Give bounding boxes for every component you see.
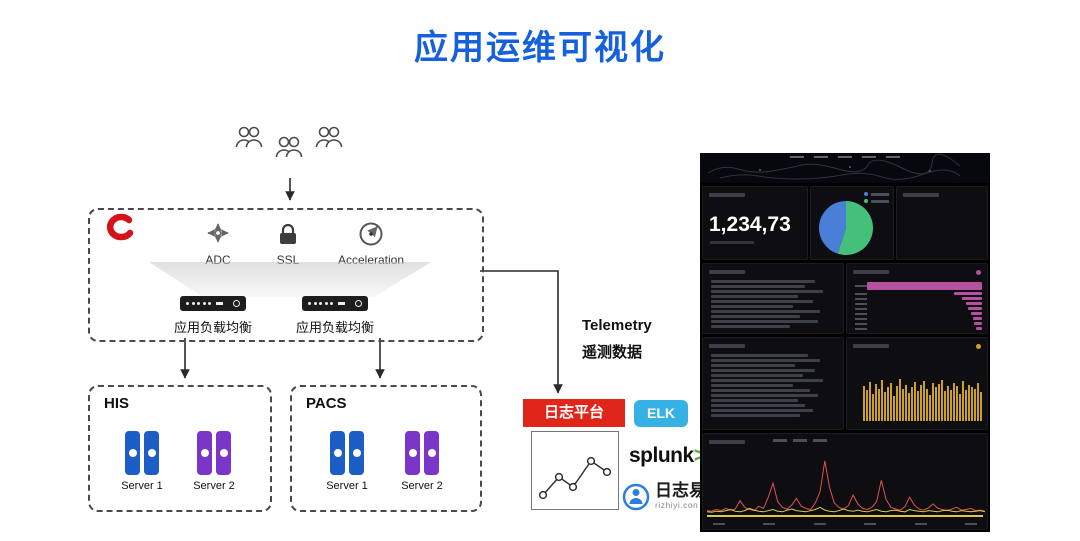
panel-title-placeholder xyxy=(709,344,745,348)
timeline-tick-labels xyxy=(713,523,977,525)
splunk-text: splunk xyxy=(629,444,694,467)
panel-title-placeholder xyxy=(853,270,889,274)
server-icon xyxy=(398,431,446,475)
dashboard-panel-histogram xyxy=(846,337,988,430)
dashboard-panel-log-list-2 xyxy=(702,337,844,430)
panel-title-placeholder xyxy=(709,270,745,274)
dashboard-screenshot: 1,234,73 xyxy=(700,153,990,532)
feature-acceleration: Acceleration xyxy=(326,221,416,267)
rizhiyi-name: 日志易 xyxy=(655,481,706,500)
his-title: HIS xyxy=(104,395,130,412)
his-box: HIS Server 1 Server 2 xyxy=(88,385,272,512)
load-balancer-appliance-icon xyxy=(180,296,246,311)
ssl-lock-icon xyxy=(280,223,296,244)
dashboard-timeline-chart xyxy=(707,460,985,513)
feature-adc: ADC xyxy=(196,221,240,267)
server-icon xyxy=(323,431,371,475)
splunk-logo: splunk> xyxy=(629,444,706,468)
server-unit: Server 1 xyxy=(323,431,371,492)
dashboard-panel-empty xyxy=(896,186,988,260)
dashboard-panel-pie xyxy=(810,186,894,260)
telemetry-caption: Telemetry 遥测数据 xyxy=(582,312,652,366)
panel-title-placeholder xyxy=(709,193,745,197)
dashboard-panel-pareto xyxy=(846,263,988,334)
dashboard-panel-timeline xyxy=(702,433,988,530)
dashboard-big-number: 1,234,73 xyxy=(709,213,791,236)
subtitle-placeholder xyxy=(710,241,754,244)
legend-dot xyxy=(976,344,981,349)
adc-cluster-box xyxy=(88,208,484,342)
load-balancer-appliance-icon xyxy=(302,296,368,311)
users-icon xyxy=(235,126,343,158)
server-icon xyxy=(190,431,238,475)
server-label: Server 1 xyxy=(121,480,163,492)
dashboard-histogram-chart xyxy=(863,365,982,421)
timeline-legend xyxy=(773,439,827,442)
pacs-box: PACS Server 1 Server 2 xyxy=(290,385,482,512)
timeline-axis-line xyxy=(707,515,983,517)
rizhiyi-icon xyxy=(622,483,650,511)
elk-logo-badge: ELK xyxy=(634,400,688,427)
array-networks-logo-icon xyxy=(106,213,134,241)
server-label: Server 2 xyxy=(401,480,443,492)
telemetry-cn: 遥测数据 xyxy=(582,344,643,361)
server-icon xyxy=(118,431,166,475)
dashboard-panel-log-list-1 xyxy=(702,263,844,334)
server-unit: Server 2 xyxy=(398,431,446,492)
dashboard-pie-chart xyxy=(818,201,873,255)
dashboard-nav-bar xyxy=(700,156,990,158)
load-balancer-label: 应用负载均衡 xyxy=(173,320,252,335)
panel-title-placeholder xyxy=(853,344,889,348)
page-title: 应用运维可视化 xyxy=(414,29,666,67)
pie-legend xyxy=(864,192,889,206)
log-lines xyxy=(711,354,835,419)
legend-dot xyxy=(976,270,981,275)
dashboard-pareto-chart xyxy=(855,282,982,332)
server-unit: Server 1 xyxy=(118,431,166,492)
rizhiyi-domain: rizhiyi.con xyxy=(655,500,699,510)
log-lines xyxy=(711,280,835,330)
panel-title-placeholder xyxy=(709,440,745,444)
dashboard-panel-total: 1,234,73 xyxy=(702,186,808,260)
acceleration-gauge-icon xyxy=(359,222,383,246)
rizhiyi-logo: 日志易 rizhiyi.con xyxy=(621,481,706,513)
world-map-icon xyxy=(707,153,961,180)
feature-ssl: SSL xyxy=(264,221,312,267)
panel-title-placeholder xyxy=(903,193,939,197)
server-label: Server 2 xyxy=(193,480,235,492)
dashboard-map-panel xyxy=(700,153,990,183)
pacs-title: PACS xyxy=(306,395,347,412)
server-label: Server 1 xyxy=(326,480,368,492)
telemetry-en: Telemetry xyxy=(582,317,652,334)
log-platform-badge: 日志平台 xyxy=(523,399,625,427)
rizhiyi-wordmark: 日志易 rizhiyi.con xyxy=(655,481,706,510)
line-chart-icon xyxy=(538,456,612,500)
server-unit: Server 2 xyxy=(190,431,238,492)
adc-icon xyxy=(207,223,229,243)
log-chart-card xyxy=(531,431,619,510)
load-balancer-label: 应用负载均衡 xyxy=(295,320,374,335)
